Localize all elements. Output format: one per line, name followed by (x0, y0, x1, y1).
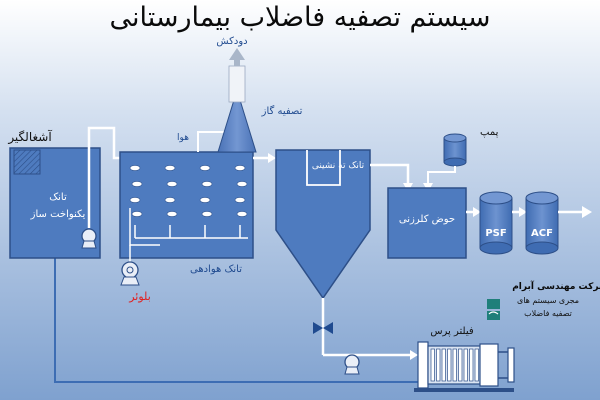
chlorine-basin (387, 187, 467, 259)
company-tagline-1: مجری سیستم های (517, 296, 579, 305)
filter-plates (430, 348, 479, 382)
acf-label: ACF (531, 228, 553, 239)
air-bubble (199, 165, 211, 171)
chimney-stack (228, 65, 246, 103)
psf-label: PSF (485, 228, 506, 239)
equalization-pump-icon (81, 228, 97, 249)
filter-plate (474, 348, 479, 382)
transfer-arrow-4 (473, 207, 481, 217)
air-bubble (131, 181, 143, 187)
air-bubble (236, 211, 248, 217)
trash-grinder-label: آشغالگیر (7, 129, 52, 145)
filter-plate (441, 348, 446, 382)
sludge-pump-icon (344, 354, 360, 375)
filter-plate (458, 348, 463, 382)
company-tagline-2: تصفیه فاضلاب (524, 309, 572, 318)
gas-treatment-label: تصفیه گاز (261, 105, 303, 117)
blower-icon (120, 261, 140, 286)
diffuser-array (129, 165, 248, 217)
aeration-tank (119, 151, 254, 259)
air-bubble (199, 197, 211, 203)
psf-filter (479, 191, 513, 255)
blower-label: بلوئر (128, 290, 151, 303)
air-bubble (129, 165, 141, 171)
settling-baffle (306, 150, 341, 186)
dosing-pump-tank (443, 133, 467, 167)
outlet-arrow (582, 206, 592, 218)
acf-filter (525, 191, 559, 255)
transfer-arrow-2 (268, 153, 276, 163)
transfer-arrow-5 (519, 207, 527, 217)
aeration-tank-label: تانک هوادهی (190, 264, 242, 275)
air-bubble (201, 181, 213, 187)
trash-screen (13, 149, 41, 175)
settling-tank (275, 149, 371, 300)
sludge-return-pipe (54, 252, 426, 383)
air-bubble (164, 165, 176, 171)
settling-tank-label: تانک ته نشینی (312, 161, 365, 171)
off-gas-pipe (197, 131, 225, 152)
sludge-arrow (410, 350, 418, 360)
company-logo (487, 299, 500, 320)
air-bubble (234, 197, 246, 203)
air-label: هوا (177, 133, 189, 143)
exhaust-arrow-icon (229, 48, 245, 60)
air-bubble (166, 181, 178, 187)
filter-press-label: فیلتر پرس (430, 326, 474, 337)
pump-label: پمپ (480, 127, 499, 138)
air-bubble (131, 211, 143, 217)
equalization-tank-label-1: تانک (49, 192, 67, 203)
air-bubble (166, 211, 178, 217)
filter-plate (463, 348, 468, 382)
filter-plate (469, 348, 474, 382)
filter-plate (447, 348, 452, 382)
equalization-tank-label-2: یکنواخت ساز (30, 209, 86, 220)
air-bubble (236, 181, 248, 187)
air-bubble (129, 197, 141, 203)
air-bubble (164, 197, 176, 203)
dosing-pipe (427, 166, 456, 185)
chimney-label: دودکش (216, 36, 247, 47)
filter-plate (430, 348, 435, 382)
transfer-pipe-3 (370, 163, 410, 185)
filter-plate (436, 348, 441, 382)
filter-press (414, 341, 515, 392)
company-name: شرکت مهندسی آبرام (512, 280, 600, 292)
air-bubble (234, 165, 246, 171)
transfer-pipe-1 (87, 126, 124, 228)
sludge-valve-icon (313, 322, 333, 334)
chlorine-basin-label: حوض کلرزنی (399, 214, 455, 225)
filter-plate (452, 348, 457, 382)
diagram-title: سیستم تصفیه فاضلاب بیمارستانی (109, 2, 490, 33)
air-bubble (201, 211, 213, 217)
